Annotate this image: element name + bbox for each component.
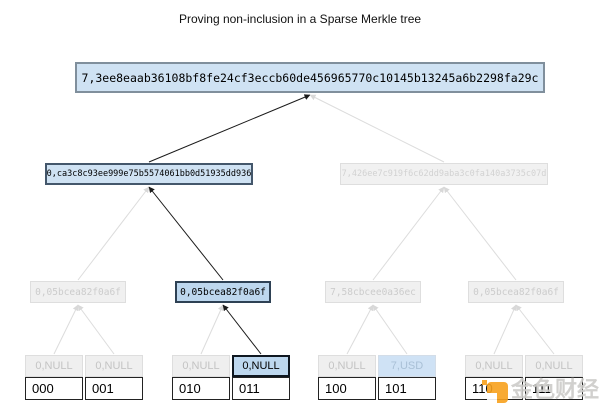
node-value-110: 0,NULL <box>465 355 523 377</box>
node-value-010: 0,NULL <box>172 355 230 377</box>
node-level3-01-proof: 0,05bcea82f0a6f <box>175 281 271 303</box>
leaf-101: 101 <box>378 377 436 400</box>
node-root-hash: 7,3ee8eaab36108bf8fe24cf3eccb60de4569657… <box>75 62 545 93</box>
leaf-010: 010 <box>172 377 230 400</box>
leaf-001: 001 <box>85 377 143 400</box>
node-level3-11: 0,05bcea82f0a6f <box>468 281 564 303</box>
diagram-title: Proving non-inclusion in a Sparse Merkle… <box>178 12 422 26</box>
leaf-000: 000 <box>25 377 83 400</box>
node-level3-10: 7,58cbcee0a36ec <box>325 281 421 303</box>
watermark: 金色财经 <box>482 376 600 403</box>
node-value-011-proof: 0,NULL <box>232 355 290 377</box>
node-value-001: 0,NULL <box>85 355 143 377</box>
leaf-111: 111 <box>525 377 583 400</box>
node-value-100: 0,NULL <box>318 355 376 377</box>
node-value-000: 0,NULL <box>25 355 83 377</box>
watermark-text: 金色财经 <box>511 376 600 402</box>
node-level2-right-hash: 7,426ee7c919f6c62dd9aba3c0fa140a3735c07d <box>340 163 548 185</box>
node-value-111: 0,NULL <box>525 355 583 377</box>
leaf-100: 100 <box>318 377 376 400</box>
node-value-101: 7,USD <box>378 355 436 377</box>
node-level3-00: 0,05bcea82f0a6f <box>30 281 126 303</box>
node-level2-left-hash: 0,ca3c8c93ee999e75b5574061bb0d51935dd936 <box>45 163 253 185</box>
jinse-caijing-logo-icon <box>482 380 508 403</box>
leaf-011: 011 <box>232 377 290 400</box>
